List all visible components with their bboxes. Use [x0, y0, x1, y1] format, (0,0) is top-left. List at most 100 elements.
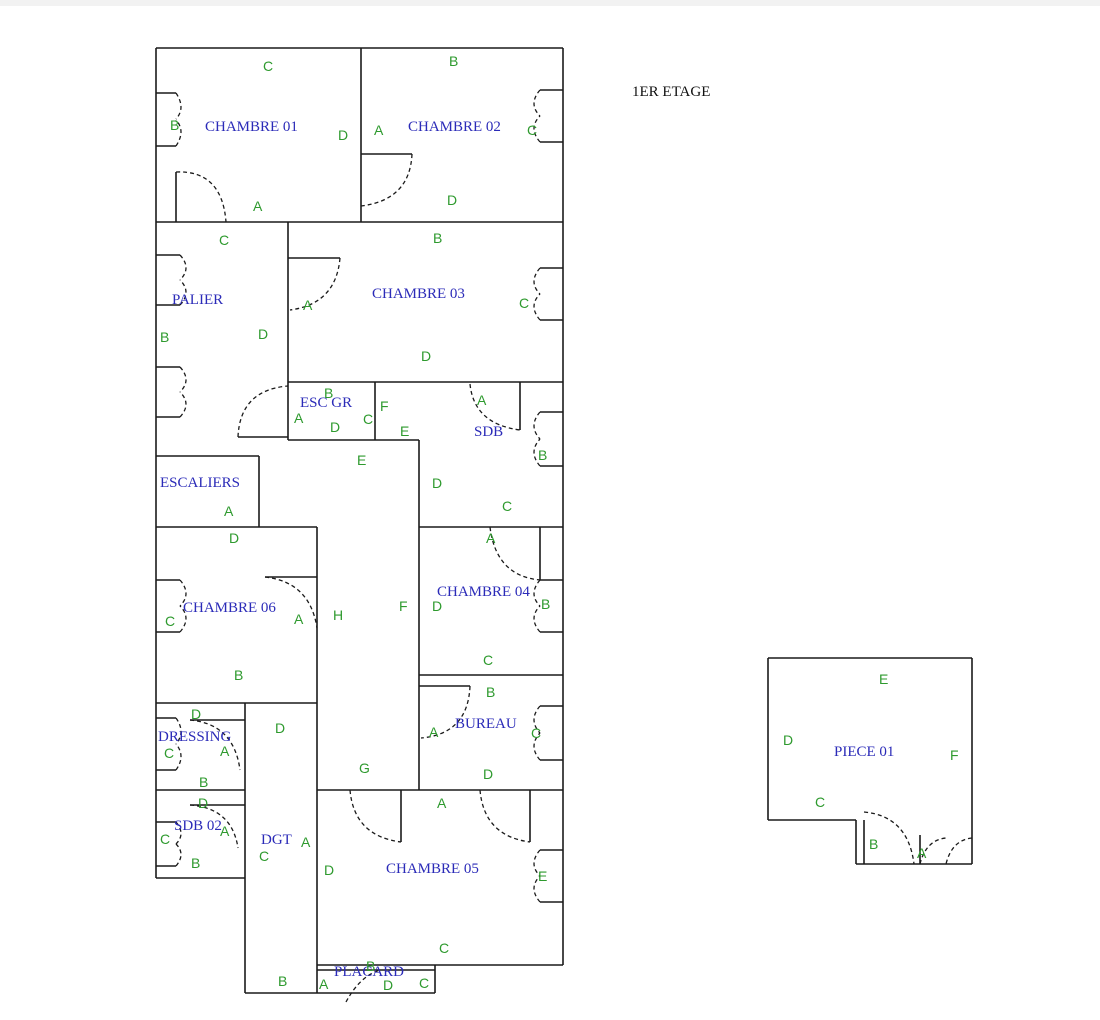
wall-letter: B [433, 230, 442, 246]
door-chambre-06 [264, 576, 318, 629]
room-label-chambre-02: CHAMBRE 02 [408, 119, 501, 135]
wall-letter: C [527, 122, 537, 138]
window-chambre-03 [533, 267, 563, 321]
door-chambre-04 [489, 526, 541, 581]
room-labels: CHAMBRE 01 CHAMBRE 02 PALIER CHAMBRE 03 … [158, 119, 894, 980]
wall-letter: C [164, 745, 174, 761]
wall-letter: B [869, 836, 878, 852]
wall-letter: C [483, 652, 493, 668]
wall-letter: A [303, 297, 313, 313]
wall-letter: A [220, 823, 230, 839]
wall-letter: A [477, 392, 487, 408]
door-chambre-05-2 [479, 789, 531, 843]
window-palier-1 [156, 254, 187, 306]
wall-letter: B [191, 855, 200, 871]
wall-letter: E [879, 671, 888, 687]
wall-letter: A [917, 845, 927, 861]
wall-letter: D [483, 766, 493, 782]
door-sdb-02 [189, 804, 239, 849]
room-label-sdb-02: SDB 02 [174, 818, 222, 834]
wall-letter: C [219, 232, 229, 248]
wall-letter: B [366, 958, 375, 974]
wall-letter: G [359, 760, 370, 776]
door-dressing [189, 719, 241, 771]
wall-letter: C [263, 58, 273, 74]
wall-letter: A [429, 724, 439, 740]
door-chambre-03 [289, 257, 341, 311]
door-chambre-02 [360, 153, 413, 207]
room-label-chambre-05: CHAMBRE 05 [386, 861, 479, 877]
window-chambre-01 [156, 92, 182, 147]
room-label-sdb: SDB [474, 424, 503, 440]
room-label-placard: PLACARD [334, 964, 404, 980]
room-label-chambre-01: CHAMBRE 01 [205, 119, 298, 135]
door-chambre-05-1 [349, 789, 402, 843]
window-bureau [533, 705, 563, 761]
wall-letter: A [294, 611, 304, 627]
wall-letter: D [432, 598, 442, 614]
wall-letter: E [357, 452, 366, 468]
wall-letter: D [432, 475, 442, 491]
floor-title: 1ER ETAGE [632, 84, 710, 100]
window-dressing [156, 717, 182, 771]
wall-letter: C [519, 295, 529, 311]
wall-letter: A [294, 410, 304, 426]
wall-letter: E [400, 423, 409, 439]
room-label-piece-01: PIECE 01 [834, 744, 894, 760]
window-chambre-02 [533, 89, 563, 143]
window-chambre-06 [156, 579, 187, 633]
wall-letter: B [538, 447, 547, 463]
room-label-chambre-06: CHAMBRE 06 [183, 600, 276, 616]
wall-letter: B [234, 667, 243, 683]
wall-letter: A [253, 198, 263, 214]
wall-letter: B [160, 329, 169, 345]
wall-letter: C [502, 498, 512, 514]
door-piece-01 [863, 811, 915, 865]
wall-letter: H [333, 607, 343, 623]
wall-letter: D [258, 326, 268, 342]
wall-letter: B [541, 596, 550, 612]
wall-letters: C B D A B A C D C D B B A C D B A D C F … [160, 53, 959, 993]
wall-letter: A [301, 834, 311, 850]
wall-letter: D [383, 977, 393, 993]
wall-letter: A [220, 743, 230, 759]
wall-letter: A [374, 122, 384, 138]
wall-letter: C [259, 848, 269, 864]
wall-letter: C [531, 725, 541, 741]
wall-letter: A [437, 795, 447, 811]
room-label-bureau: BUREAU [455, 716, 517, 732]
walls [155, 47, 973, 994]
wall-letter: F [399, 598, 408, 614]
room-label-escaliers: ESCALIERS [160, 475, 240, 491]
wall-letter: C [165, 613, 175, 629]
door-placard [345, 969, 381, 1003]
wall-letter: F [380, 398, 389, 414]
door-sdb [469, 383, 521, 431]
window-chambre-04 [533, 579, 563, 633]
room-label-dressing: DRESSING [158, 729, 232, 745]
room-label-palier: PALIER [172, 292, 223, 308]
room-label-chambre-04: CHAMBRE 04 [437, 584, 530, 600]
wall-letter: A [486, 530, 496, 546]
windows [156, 89, 973, 903]
wall-letter: A [224, 503, 234, 519]
wall-letter: E [538, 868, 547, 884]
wall-letter: D [198, 795, 208, 811]
room-label-esc-gr: ESC GR [300, 395, 352, 411]
wall-letter: C [160, 831, 170, 847]
wall-letter: C [419, 975, 429, 991]
wall-letter: D [275, 720, 285, 736]
wall-letter: C [815, 794, 825, 810]
wall-letter: D [338, 127, 348, 143]
room-label-chambre-03: CHAMBRE 03 [372, 286, 465, 302]
door-esc-gr [237, 385, 289, 438]
wall-letter: D [447, 192, 457, 208]
wall-letter: B [324, 385, 333, 401]
wall-letter: D [783, 732, 793, 748]
wall-letter: B [278, 973, 287, 989]
door-bureau [420, 685, 471, 739]
window-piece-01 [919, 837, 973, 865]
wall-letter: B [486, 684, 495, 700]
wall-letter: B [449, 53, 458, 69]
wall-letter: C [439, 940, 449, 956]
